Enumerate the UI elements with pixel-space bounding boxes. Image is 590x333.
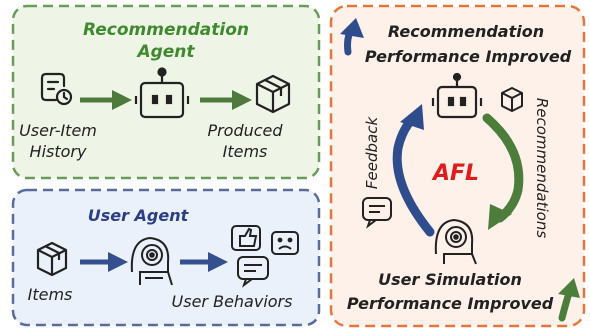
feedback-label: Feedback	[363, 116, 381, 190]
recommendations-arrow	[482, 113, 524, 230]
afl-center-label: AFL	[431, 161, 479, 186]
rec-agent-title-line2: Agent	[135, 42, 195, 62]
produced-label-line1: Produced	[207, 121, 283, 140]
rec-agent-title-line1: Recommendation	[83, 20, 249, 40]
afl-bottom-title-line2: Performance Improved	[347, 294, 554, 313]
robot-icon	[134, 67, 190, 119]
afl-robot-head-user-icon	[434, 218, 477, 265]
chat-bubble-icon	[362, 197, 392, 229]
afl-panel: Recommendation Performance Improved	[329, 4, 586, 328]
improve-arrow-bottom-right	[558, 278, 580, 322]
user-agent-panel: User Agent	[11, 188, 321, 327]
afl-top-title-line2: Performance Improved	[365, 47, 572, 66]
items-box-icon	[36, 241, 68, 277]
box-icon	[255, 74, 291, 114]
improve-arrow-top-left	[340, 18, 364, 56]
history-label-line1: User-Item	[19, 121, 97, 140]
recommendations-label: Recommendations	[533, 98, 551, 238]
history-icon	[40, 72, 73, 106]
items-label: Items	[28, 285, 73, 304]
robot-head-user-icon	[130, 236, 173, 286]
afl-robot-icon	[431, 72, 483, 119]
behaviors-label: User Behaviors	[172, 292, 293, 311]
afl-bottom-title-line1: User Simulation	[378, 270, 522, 289]
user-agent-title: User Agent	[88, 206, 190, 225]
afl-box-icon	[501, 87, 523, 112]
feedback-emoji-icons	[231, 225, 299, 288]
afl-top-title-line1: Recommendation	[388, 22, 544, 41]
feedback-arrow	[392, 104, 435, 237]
produced-label-line2: Items	[223, 142, 268, 161]
history-label-line2: History	[30, 142, 87, 161]
recommendation-agent-panel: Recommendation Agent	[11, 4, 321, 180]
